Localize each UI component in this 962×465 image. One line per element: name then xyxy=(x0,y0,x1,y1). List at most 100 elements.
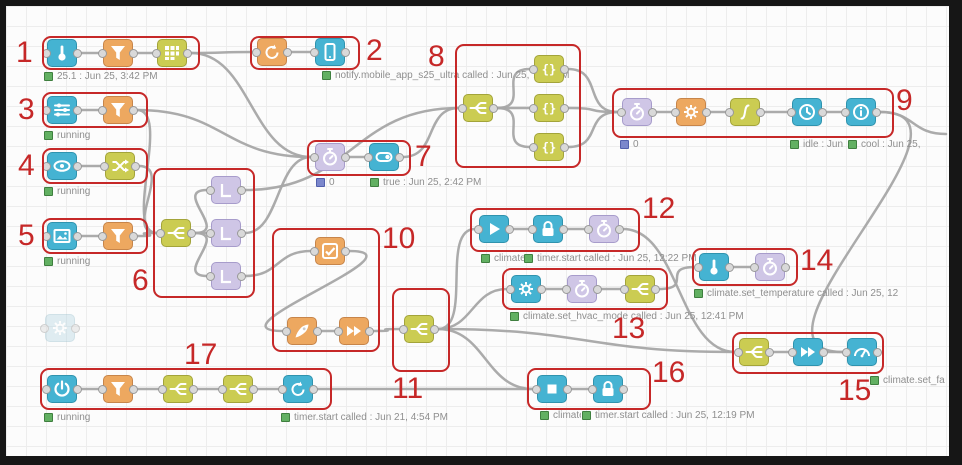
output-port[interactable] xyxy=(129,106,138,115)
input-port[interactable] xyxy=(98,385,107,394)
input-port[interactable] xyxy=(218,385,227,394)
flow-node-gear[interactable] xyxy=(671,98,711,126)
flow-node-toggle[interactable] xyxy=(364,143,404,171)
flow-node-sliders[interactable] xyxy=(42,96,82,124)
input-port[interactable] xyxy=(529,143,538,152)
wire[interactable] xyxy=(436,327,737,354)
input-port[interactable] xyxy=(100,162,109,171)
output-port[interactable] xyxy=(365,327,374,336)
flow-node-thermometer[interactable] xyxy=(42,39,82,67)
input-port[interactable] xyxy=(694,263,703,272)
flow-node-stopwatch[interactable] xyxy=(562,275,602,303)
input-port[interactable] xyxy=(620,285,629,294)
input-port[interactable] xyxy=(841,108,850,117)
output-port[interactable] xyxy=(537,285,546,294)
wire[interactable] xyxy=(566,110,620,149)
output-port[interactable] xyxy=(313,327,322,336)
flow-node-fork[interactable] xyxy=(218,375,258,403)
input-port[interactable] xyxy=(529,65,538,74)
flow-node-stopwatch[interactable] xyxy=(310,143,350,171)
wire[interactable] xyxy=(189,51,313,159)
input-port[interactable] xyxy=(671,108,680,117)
wire[interactable] xyxy=(193,231,209,278)
output-port[interactable] xyxy=(819,348,828,357)
output-port[interactable] xyxy=(563,385,572,394)
input-port[interactable] xyxy=(158,385,167,394)
flow-node-ff[interactable] xyxy=(334,317,374,345)
wire[interactable] xyxy=(135,108,313,159)
input-port[interactable] xyxy=(206,272,215,281)
flow-node-funnel[interactable] xyxy=(98,96,138,124)
output-port[interactable] xyxy=(648,108,657,117)
flow-node-stop[interactable] xyxy=(532,375,572,403)
flow-node-rocket[interactable] xyxy=(282,317,322,345)
flow-node-redo[interactable] xyxy=(252,38,292,66)
output-port[interactable] xyxy=(341,48,350,57)
output-port[interactable] xyxy=(73,106,82,115)
output-port[interactable] xyxy=(129,385,138,394)
output-port[interactable] xyxy=(560,143,569,152)
flow-node-braces[interactable] xyxy=(529,94,569,122)
flow-node-eye[interactable] xyxy=(42,152,82,180)
output-port[interactable] xyxy=(781,263,790,272)
wire[interactable] xyxy=(193,188,209,235)
input-port[interactable] xyxy=(310,247,319,256)
input-port[interactable] xyxy=(282,327,291,336)
wire[interactable] xyxy=(621,227,737,354)
input-port[interactable] xyxy=(842,348,851,357)
input-port[interactable] xyxy=(98,49,107,58)
output-port[interactable] xyxy=(249,385,258,394)
output-port[interactable] xyxy=(129,49,138,58)
output-port[interactable] xyxy=(189,385,198,394)
input-port[interactable] xyxy=(725,108,734,117)
output-port[interactable] xyxy=(129,232,138,241)
flow-node-stopwatch[interactable] xyxy=(584,215,624,243)
output-port[interactable] xyxy=(818,108,827,117)
output-port[interactable] xyxy=(559,225,568,234)
flow-node-braces[interactable] xyxy=(529,55,569,83)
input-port[interactable] xyxy=(584,225,593,234)
input-port[interactable] xyxy=(98,106,107,115)
output-port[interactable] xyxy=(615,225,624,234)
input-port[interactable] xyxy=(42,385,51,394)
flow-node-fork[interactable] xyxy=(458,94,498,122)
flow-node-braces[interactable] xyxy=(529,133,569,161)
flow-node-phone[interactable] xyxy=(310,38,350,66)
output-port[interactable] xyxy=(237,186,246,195)
output-port[interactable] xyxy=(341,153,350,162)
wire[interactable] xyxy=(566,67,620,114)
input-port[interactable] xyxy=(206,229,215,238)
wire[interactable] xyxy=(436,287,509,331)
output-port[interactable] xyxy=(341,247,350,256)
wire[interactable] xyxy=(243,155,313,235)
flow-node-angle[interactable] xyxy=(206,262,246,290)
output-port[interactable] xyxy=(702,108,711,117)
output-port[interactable] xyxy=(873,348,882,357)
output-port[interactable] xyxy=(309,385,318,394)
input-port[interactable] xyxy=(310,153,319,162)
flow-node-stopwatch[interactable] xyxy=(617,98,657,126)
output-port[interactable] xyxy=(187,229,196,238)
flow-node-angle[interactable] xyxy=(206,176,246,204)
flow-node-image[interactable] xyxy=(42,222,82,250)
flow-node-thermometer[interactable] xyxy=(694,253,734,281)
input-port[interactable] xyxy=(458,104,467,113)
input-port[interactable] xyxy=(334,327,343,336)
output-port[interactable] xyxy=(765,348,774,357)
flow-node-power[interactable] xyxy=(42,375,82,403)
flow-node-stopwatch[interactable] xyxy=(750,253,790,281)
wire[interactable] xyxy=(264,249,368,333)
flow-node-lock[interactable] xyxy=(588,375,628,403)
output-port[interactable] xyxy=(430,325,439,334)
flow-node-shuffle[interactable] xyxy=(100,152,140,180)
input-port[interactable] xyxy=(506,285,515,294)
input-port[interactable] xyxy=(617,108,626,117)
output-port[interactable] xyxy=(619,385,628,394)
input-port[interactable] xyxy=(310,48,319,57)
wire[interactable] xyxy=(495,67,532,110)
output-port[interactable] xyxy=(725,263,734,272)
flow-node-gear[interactable] xyxy=(506,275,546,303)
output-port[interactable] xyxy=(489,104,498,113)
output-port[interactable] xyxy=(505,225,514,234)
input-port[interactable] xyxy=(156,229,165,238)
